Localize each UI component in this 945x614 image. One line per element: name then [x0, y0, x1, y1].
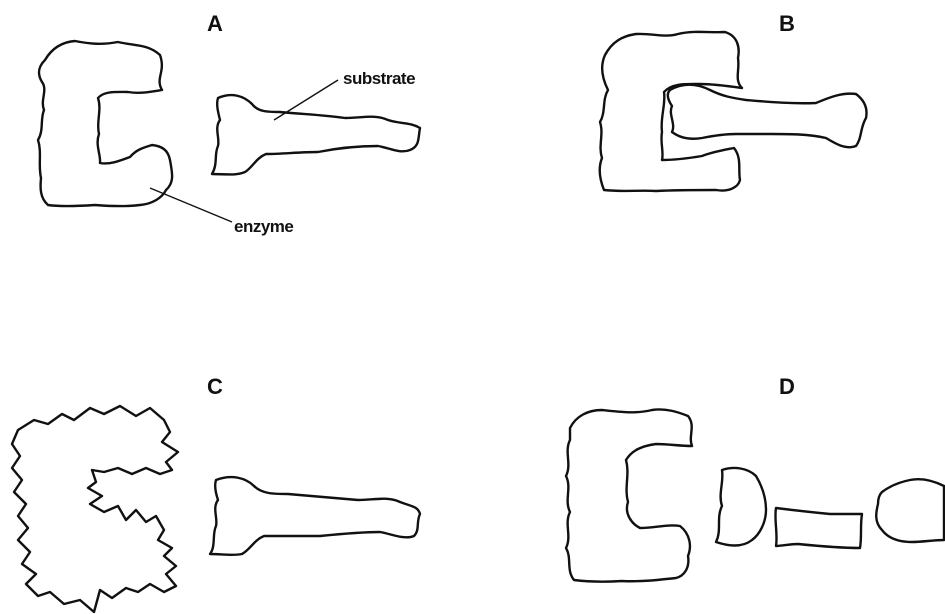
panel-label-b: B [779, 11, 795, 36]
enzyme-shape-c [10, 404, 180, 614]
substrate-label: substrate [343, 69, 415, 88]
substrate-shape-b [666, 83, 868, 149]
enzyme-leader-line [149, 187, 233, 223]
enzyme-shape-d [564, 408, 694, 583]
substrate-shape-a [210, 93, 422, 176]
substrate-leader-line [273, 79, 339, 121]
panel-label-a: A [207, 11, 223, 36]
panel-c: C [10, 374, 422, 614]
panel-a: A substrate enzyme [36, 11, 422, 236]
substrate-fragment-2 [774, 506, 864, 550]
enzyme-shape-a [36, 39, 174, 208]
substrate-fragment-3 [875, 478, 945, 544]
panel-label-c: C [207, 374, 223, 399]
enzyme-shape-b [598, 30, 744, 193]
panel-d: D [564, 374, 945, 583]
substrate-shape-c [208, 475, 422, 557]
panel-label-d: D [779, 374, 795, 399]
panel-b: B [598, 11, 868, 193]
enzyme-label: enzyme [234, 217, 293, 236]
substrate-fragment-1 [714, 466, 768, 547]
